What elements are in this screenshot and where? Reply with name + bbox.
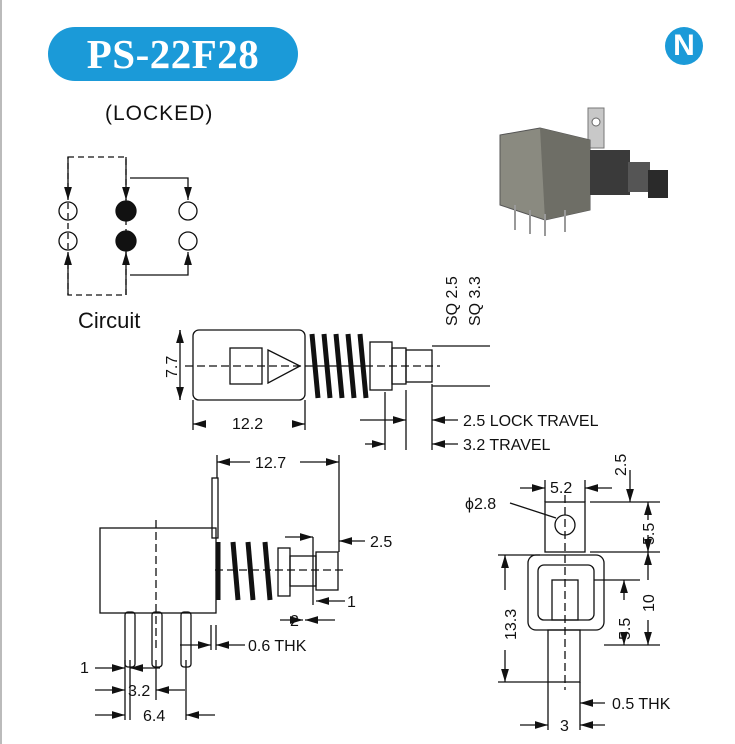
dim-button-2-5: 2.5 (370, 534, 392, 551)
dim-span-6-4: 6.4 (143, 708, 165, 725)
dim-2: 2 (290, 613, 299, 630)
front-view-drawing (95, 455, 365, 720)
dim-0-5-thk: 0.5 THK (612, 696, 671, 713)
dim-0-6-thk: 0.6 THK (248, 638, 307, 655)
dim-width-5-2: 5.2 (550, 480, 572, 497)
circuit-diagram (58, 156, 198, 296)
circuit-label: Circuit (78, 308, 140, 333)
dim-top-2-5: 2.5 (613, 454, 630, 476)
dim-10: 10 (641, 594, 658, 612)
dim-length-12-2: 12.2 (232, 416, 263, 433)
subtitle: (LOCKED) (105, 102, 214, 125)
product-photo (499, 107, 668, 236)
end-view-drawing (498, 470, 660, 730)
side-view-drawing (176, 329, 490, 450)
dim-pin-3: 3 (560, 718, 569, 735)
dim-hole-2-8: ϕ2.8 (465, 496, 496, 513)
dim-sq-2-5: SQ 2.5 (444, 276, 461, 326)
dim-1: 1 (347, 594, 356, 611)
dim-lower-5-5: 5.5 (617, 618, 634, 640)
dim-upper-5-5: 5.5 (641, 523, 658, 545)
dim-travel: 3.2 TRAVEL (463, 437, 551, 454)
dim-sq-3-3: SQ 3.3 (467, 276, 484, 326)
dim-height-13-3: 13.3 (503, 609, 520, 640)
dim-height-7-7: 7.7 (164, 356, 181, 378)
dim-pitch-3-2: 3.2 (128, 683, 150, 700)
dim-lock-travel: 2.5 LOCK TRAVEL (463, 413, 599, 430)
brand-logo-icon: N (665, 27, 703, 65)
page-border (0, 0, 2, 744)
dim-pin-1: 1 (80, 660, 89, 677)
model-title: PS-22F28 (48, 27, 298, 81)
dim-length-12-7: 12.7 (255, 455, 286, 472)
